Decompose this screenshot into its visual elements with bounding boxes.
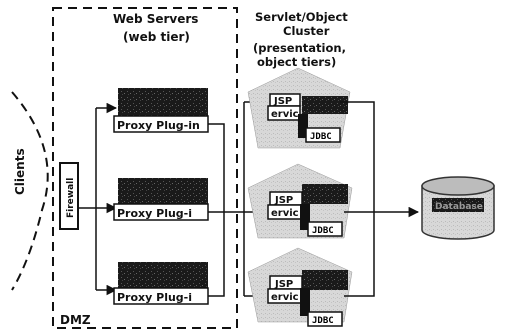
cluster-node-2: JSP ervic JDBC <box>248 164 352 238</box>
web-servers-title: Web Servers <box>113 12 198 26</box>
connector-webservers-cluster <box>208 102 244 296</box>
dmz-label: DMZ <box>60 313 91 327</box>
proxy-plugin-label-1: Proxy Plug-in <box>117 119 200 132</box>
database-label: Database <box>435 202 483 212</box>
jdbc-label-3: JDBC <box>312 316 334 326</box>
proxy-plugin-label-3: Proxy Plug-i <box>117 291 192 304</box>
cluster-title-line2: Cluster <box>283 24 330 38</box>
cluster-node-3: JSP ervic JDBC <box>248 248 352 326</box>
jdbc-label-2: JDBC <box>312 226 334 236</box>
service-label-3: ervic <box>271 292 299 303</box>
web-server-3: Proxy Plug-i <box>114 262 208 304</box>
cluster-node-1: JSP ervic JDBC <box>248 68 350 148</box>
service-label-2: ervic <box>271 208 299 219</box>
proxy-plugin-label-2: Proxy Plug-i <box>117 207 192 220</box>
cluster-title-line1: Servlet/Object <box>255 10 348 24</box>
web-tier-label: (web tier) <box>123 30 190 44</box>
database-cylinder: Database <box>422 177 494 239</box>
firewall-label: Firewall <box>66 178 76 218</box>
connector-firewall-webservers <box>78 108 96 290</box>
jdbc-label-1: JDBC <box>310 132 332 142</box>
cluster-subtitle-line1: (presentation, <box>253 41 346 55</box>
cluster-subtitle-line2: object tiers) <box>257 55 336 69</box>
web-server-1: Proxy Plug-in <box>114 88 208 132</box>
web-server-2: Proxy Plug-i <box>114 178 208 220</box>
clients-label: Clients <box>13 148 27 195</box>
service-label-1: ervic <box>271 109 299 120</box>
